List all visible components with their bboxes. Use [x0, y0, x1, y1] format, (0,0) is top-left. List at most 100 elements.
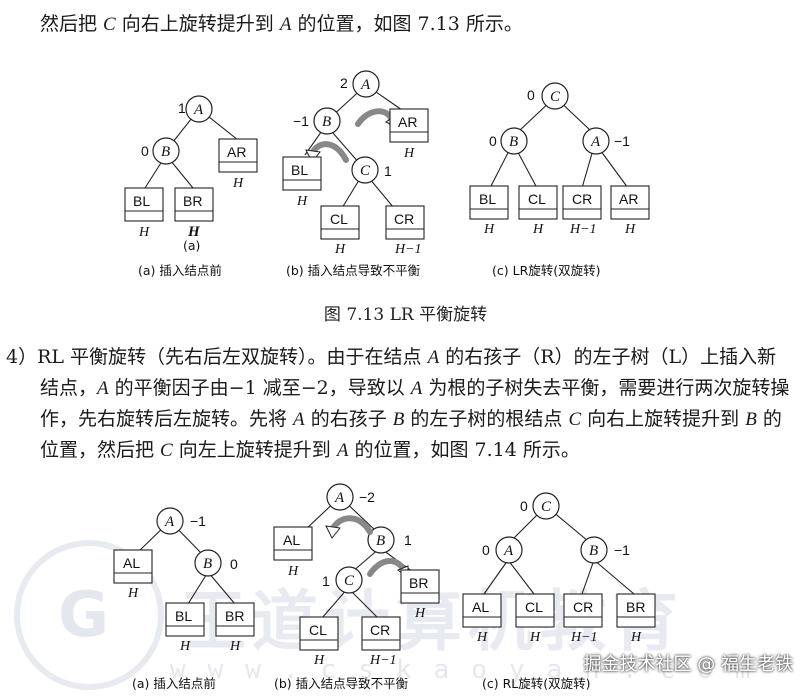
fig714-b-box-BR	[400, 569, 440, 604]
fig714-b-box-CR-label: CR	[370, 622, 390, 638]
fig714-c-box-BR-label: BR	[626, 599, 645, 615]
fig713-b-box-CL-label: CL	[330, 211, 348, 227]
fig713-b-h-CL: H	[334, 242, 346, 257]
fig713-b-bal-B: −1	[293, 113, 309, 129]
fig713-b-box-BL	[282, 156, 322, 191]
fig714-b-node-B-label: B	[376, 533, 385, 549]
fig713-b-h-CR: H−1	[394, 242, 422, 257]
fig714-b-caption: (b) 插入结点导致不平衡	[274, 676, 408, 691]
fig713-c-node-A	[582, 127, 610, 155]
fig713-c-node-B	[500, 127, 528, 155]
fig714-b-bal-C: 1	[322, 573, 330, 589]
fig714-a-h-BR: H	[229, 639, 241, 654]
fig714-c-box-CR	[563, 593, 603, 628]
fig713-a-box-BL-label: BL	[133, 193, 150, 209]
fig714-b-h-AL: H	[287, 564, 299, 579]
fig713-a-h-BR: H	[187, 224, 201, 240]
fig713-c-h-AR: H	[624, 222, 636, 237]
fig714-c-box-CL-label: CL	[525, 599, 543, 615]
fig714-a-node-A-label: A	[164, 514, 175, 530]
fig713-b-h-BL: H	[296, 194, 308, 209]
fig713-b-node-B	[313, 107, 341, 135]
fig713-b-box-BL-label: BL	[291, 162, 308, 178]
fig714-c-box-CL	[515, 593, 555, 628]
fig714-b-bal-A: −2	[359, 489, 375, 505]
fig713-a-box-BR-label: BR	[183, 193, 202, 209]
fig713-c-box-CL	[518, 185, 558, 220]
fig714-b-node-C	[335, 566, 363, 594]
fig713-a-caption: (a) 插入结点前	[138, 263, 222, 278]
figure-713-caption: 图 7.13 LR 平衡旋转	[323, 305, 488, 325]
fig713-b-caption: (b) 插入结点导致不平衡	[286, 263, 420, 278]
fig714-a-box-BL-label: BL	[175, 608, 192, 624]
fig713-c-node-C	[541, 82, 569, 110]
fig714-b-node-C-label: C	[344, 573, 355, 589]
fig714-b-box-AL-label: AL	[283, 532, 300, 548]
fig713-a-box-BR	[174, 187, 214, 222]
fig714-a-node-B	[194, 549, 222, 577]
fig713-b-box-CL	[320, 205, 360, 240]
fig714-b-box-CL	[299, 616, 339, 651]
fig713-a-box-AR-label: AR	[227, 144, 246, 160]
fig713-c-h-CL: H	[532, 222, 544, 237]
fig713-a-box-BL	[124, 187, 164, 222]
fig713-c-h-CR: H−1	[569, 222, 597, 237]
fig714-b-node-A	[326, 483, 354, 511]
fig714-c-h-AL: H	[476, 630, 488, 645]
fig714-b-node-B	[367, 526, 395, 554]
fig714-c-h-CR: H−1	[570, 630, 598, 645]
fig714-a-caption: (a) 插入结点前	[132, 676, 216, 691]
fig714-b	[304, 496, 414, 619]
fig714-b-box-AL	[273, 526, 313, 561]
paragraph-rl-line-3: 作，先右旋转后左旋转。先将 A 的右孩子 B 的左子树的根结点 C 向右上旋转提…	[40, 408, 782, 430]
fig713-c-box-BL-label: BL	[479, 191, 496, 207]
fig714-c-box-AL-label: AL	[472, 599, 489, 615]
fig713-c-h-BL: H	[483, 222, 495, 237]
fig714-c-node-C-label: C	[541, 499, 552, 515]
watermark-url: www.cskaoyan.com	[170, 655, 773, 685]
fig714-c-node-A-label: A	[503, 543, 514, 559]
fig714-c-box-CR-label: CR	[573, 599, 593, 615]
fig714-a-node-A	[156, 507, 184, 535]
fig713-c-node-C-label: C	[550, 89, 561, 105]
fig713-b-box-CR-label: CR	[394, 211, 414, 227]
fig714-b-rotate-arrow-right	[367, 558, 407, 577]
fig713-b-h-AR: H	[403, 146, 415, 161]
fig714-a-bal-B: 0	[230, 556, 238, 572]
fig713-b-box-AR	[389, 108, 429, 143]
fig714-b-h-BR: H	[414, 606, 426, 621]
fig713-b-node-A-label: A	[360, 77, 371, 93]
fig714-b-box-CR	[361, 616, 401, 651]
fig714-c-bal-C: 0	[520, 498, 528, 514]
fig713-b-node-B-label: B	[322, 114, 331, 130]
fig713-a-h-BL: H	[138, 225, 150, 240]
paragraph-rl-line-1: 4）RL 平衡旋转（先右后左双旋转）。由于在结点 A 的右孩子（R）的左子树（L…	[6, 346, 777, 368]
fig714-c-bal-A: 0	[482, 542, 490, 558]
fig713-c-box-CR	[562, 185, 602, 220]
fig714-c-box-BR	[616, 593, 656, 628]
fig714-a-box-BR-label: BR	[225, 608, 244, 624]
fig713-c-caption: (c) LR旋转(双旋转)	[492, 263, 601, 278]
fig714-b-box-CL-label: CL	[309, 622, 327, 638]
fig714-b-h-CR: H−1	[369, 653, 397, 668]
fig714-c-node-A	[495, 536, 523, 564]
fig713-a-node-A-label: A	[193, 102, 204, 118]
fig713-b-node-A	[352, 70, 380, 98]
fig714-b-h-CL: H	[313, 653, 325, 668]
fig714-c-bal-B: −1	[614, 542, 630, 558]
fig714-a-h-BL: H	[179, 639, 191, 654]
watermark-logo: G	[14, 540, 164, 690]
fig713-a-box-AR	[218, 138, 258, 173]
fig713-b-node-C-label: C	[360, 163, 371, 179]
fig713-c-box-AR-label: AR	[619, 191, 638, 207]
fig714-c-node-B	[580, 536, 608, 564]
fig713-b-bal-A: 2	[340, 75, 348, 91]
fig714-a-box-BL	[165, 602, 205, 637]
fig713-a-node-A	[185, 95, 213, 123]
fig713-b-box-AR-label: AR	[398, 114, 417, 130]
fig713-c-node-B-label: B	[509, 134, 518, 150]
fig714-a-box-AL	[113, 549, 153, 584]
fig713-a-node-B	[152, 137, 180, 165]
fig714-a-node-B-label: B	[203, 556, 212, 572]
